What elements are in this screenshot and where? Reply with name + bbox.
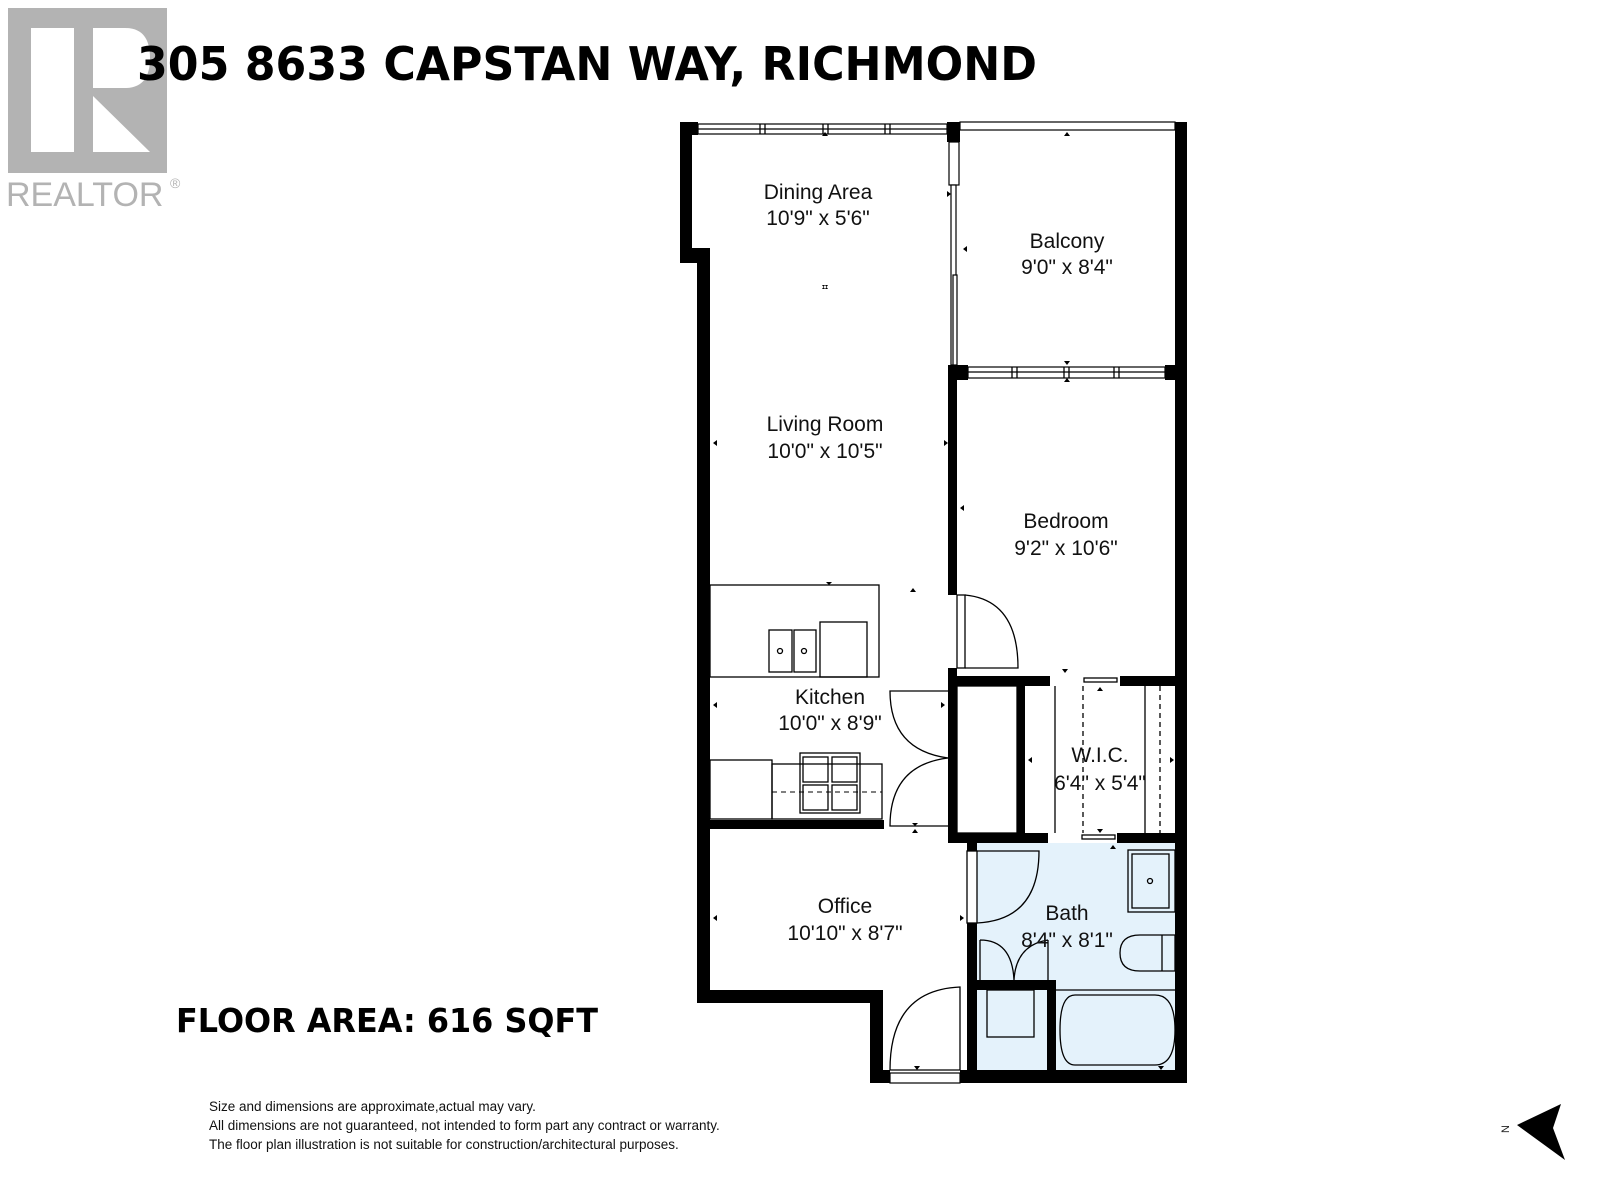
room-wic: W.I.C. 6'4" x 5'4" <box>1054 744 1146 795</box>
room-dims: 10'9" x 5'6" <box>766 207 870 230</box>
disclaimer: Size and dimensions are approximate,actu… <box>209 1099 720 1152</box>
compass-label: N <box>1500 1125 1512 1133</box>
room-dims: 10'0" x 8'9" <box>778 712 882 735</box>
room-dims: 9'2" x 10'6" <box>1014 537 1118 560</box>
room-dims: 10'10" x 8'7" <box>787 922 902 945</box>
kitchen-fixtures <box>709 584 883 820</box>
room-dims: 8'4" x 8'1" <box>1021 929 1113 952</box>
room-kitchen: Kitchen 10'0" x 8'9" <box>778 686 882 735</box>
room-name: Living Room <box>767 413 884 436</box>
room-name: Bedroom <box>1023 510 1108 533</box>
doors <box>889 594 1161 1071</box>
room-bedroom: Bedroom 9'2" x 10'6" <box>1014 510 1118 560</box>
room-dims: 10'0" x 10'5" <box>767 440 882 463</box>
room-name: W.I.C. <box>1071 744 1128 767</box>
room-name: Balcony <box>1030 230 1105 253</box>
room-dims: 9'0" x 8'4" <box>1021 256 1113 279</box>
walls <box>680 122 1187 1083</box>
room-living: Living Room 10'0" x 10'5" <box>767 413 884 463</box>
room-name: Office <box>818 895 872 918</box>
compass-north-arrow-icon: N <box>1500 1104 1565 1160</box>
disclaimer-line: Size and dimensions are approximate,actu… <box>209 1099 536 1114</box>
bath-fixtures <box>986 849 1176 1066</box>
logo-text: REALTOR <box>6 176 163 214</box>
windows <box>697 121 1176 1084</box>
disclaimer-line: All dimensions are not guaranteed, not i… <box>209 1118 720 1133</box>
room-dining: Dining Area 10'9" x 5'6" <box>764 181 873 230</box>
logo-registered: ® <box>170 175 181 191</box>
bath-floor <box>977 843 1175 1070</box>
room-dims: 6'4" x 5'4" <box>1054 772 1146 795</box>
room-balcony: Balcony 9'0" x 8'4" <box>1021 230 1113 279</box>
realtor-logo: REALTOR ® <box>6 8 181 214</box>
room-name: Bath <box>1045 902 1088 925</box>
room-name: Dining Area <box>764 181 873 204</box>
floor-area-label: FLOOR AREA: 616 SQFT <box>176 1001 598 1040</box>
room-name: Kitchen <box>795 686 865 709</box>
room-office: Office 10'10" x 8'7" <box>787 895 902 945</box>
page-title: 305 8633 CAPSTAN WAY, RICHMOND <box>137 37 1037 91</box>
disclaimer-line: The floor plan illustration is not suita… <box>209 1137 679 1152</box>
room-bath: Bath 8'4" x 8'1" <box>1021 902 1113 952</box>
